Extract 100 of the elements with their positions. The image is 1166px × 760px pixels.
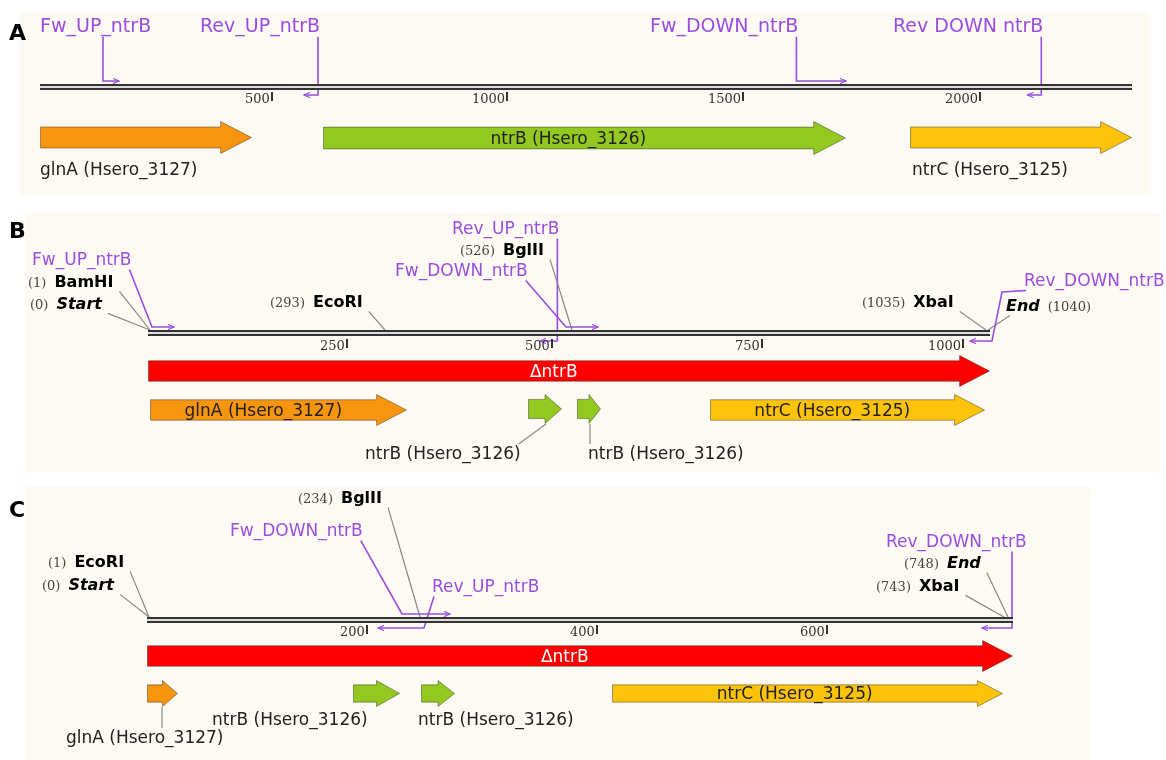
scale-tick-label: 750	[735, 339, 763, 352]
site-name: BglII	[502, 240, 544, 259]
primer-arrow	[359, 539, 451, 618]
position-number: (748)	[904, 556, 939, 571]
primer-label: Fw_UP_ntrB	[40, 15, 152, 37]
scale-tick-label: 200	[340, 625, 368, 638]
position-number: (1)	[48, 555, 67, 570]
primer-label: Rev_UP_ntrB	[432, 577, 540, 597]
gene-label: glnA (Hsero_3127)	[40, 160, 198, 180]
gene-label: ntrB (Hsero_3126)	[365, 444, 521, 464]
scale-tick-label: 400	[570, 625, 598, 638]
primer-arrow	[539, 237, 559, 345]
position-number: (293)	[270, 295, 305, 310]
gene-feature	[323, 121, 846, 155]
scale-tick-label: 500	[525, 339, 553, 352]
site-name: XbaI	[913, 292, 954, 311]
primer-arrow	[525, 279, 599, 331]
scale-tick-label: 1500	[708, 92, 745, 105]
primer-arrow	[377, 595, 435, 632]
leader-line	[518, 423, 547, 445]
leader-line	[161, 706, 163, 729]
position-number: (1)	[28, 275, 47, 290]
gene-name: ntrB (Hsero_3126)	[490, 129, 647, 147]
position-number: (234)	[298, 491, 333, 506]
gene-label: ntrC (Hsero_3125)	[912, 160, 1068, 180]
primer-label: Rev_UP_ntrB	[200, 15, 320, 37]
leader-line	[118, 290, 151, 331]
primer-label: Rev DOWN ntrB	[893, 15, 1044, 37]
site-name: End	[1006, 296, 1040, 315]
gene-name: ΔntrB	[529, 362, 578, 380]
leader-line	[129, 570, 150, 618]
leader-line	[387, 506, 421, 618]
site-name: End	[946, 553, 981, 572]
site-name: Start	[56, 294, 102, 313]
gene-label: glnA (Hsero_3127)	[66, 728, 224, 748]
primer-arrow	[128, 268, 175, 331]
gene-feature	[147, 680, 178, 707]
site-name: EcoRI	[74, 552, 125, 571]
primer-label: Fw_DOWN_ntrB	[230, 521, 363, 541]
panel-letter: C	[9, 497, 26, 522]
position-number: (1035)	[862, 295, 906, 310]
leader-line	[987, 314, 1011, 331]
gene-name: ntrC (Hsero_3125)	[754, 401, 911, 419]
primer-label: Fw_DOWN_ntrB	[650, 15, 799, 37]
gene-feature	[148, 355, 990, 387]
site-name: BglII	[340, 488, 382, 507]
site-name: EcoRI	[312, 292, 363, 311]
primer-label: Fw_UP_ntrB	[32, 250, 132, 270]
leader-line	[368, 310, 386, 331]
gene-feature	[710, 394, 985, 426]
site-name: XbaI	[918, 576, 960, 595]
sequence-backbone	[148, 330, 990, 336]
primer-arrow	[1026, 36, 1043, 99]
leader-line	[107, 312, 151, 331]
gene-feature	[528, 394, 562, 424]
gene-name: glnA (Hsero_3127)	[184, 401, 343, 419]
position-number: (1040)	[1047, 299, 1091, 314]
site-name: BamHI	[54, 272, 114, 291]
panel-letter: B	[9, 218, 26, 243]
scale-tick-label: 250	[320, 339, 348, 352]
gene-label: ntrB (Hsero_3126)	[212, 710, 368, 730]
leader-line	[549, 258, 573, 331]
gene-feature	[577, 394, 601, 424]
primer-arrow	[969, 289, 1027, 345]
gene-label: ntrB (Hsero_3126)	[588, 444, 744, 464]
sequence-backbone	[40, 84, 1132, 90]
primer-label: Rev_DOWN_ntrB	[886, 532, 1027, 552]
primer-label: Rev_UP_ntrB	[452, 219, 560, 239]
scale-tick-label: 1000	[472, 92, 509, 105]
primer-arrow	[981, 550, 1013, 632]
site-name: Start	[68, 575, 114, 594]
sequence-backbone	[147, 617, 1013, 623]
leader-line	[959, 310, 987, 331]
position-number: (743)	[876, 579, 911, 594]
primer-label: Rev_DOWN_ntrB	[1024, 271, 1165, 291]
scale-tick-label: 1000	[928, 339, 965, 352]
gene-label: ntrB (Hsero_3126)	[418, 710, 574, 730]
gene-feature	[612, 680, 1003, 707]
gene-name: ntrC (Hsero_3125)	[716, 685, 873, 702]
scale-tick-label: 2000	[945, 92, 982, 105]
gene-feature	[150, 394, 407, 426]
gene-feature	[910, 121, 1132, 154]
gene-feature	[353, 680, 400, 707]
primer-arrow	[303, 36, 319, 99]
primer-arrow	[102, 36, 120, 85]
gene-feature	[147, 640, 1013, 672]
panel-letter: A	[9, 20, 27, 45]
primer-arrow	[795, 36, 847, 85]
gene-feature	[40, 121, 252, 154]
position-number: (0)	[42, 578, 61, 593]
leader-line	[964, 594, 1005, 618]
leader-line	[986, 571, 1009, 618]
gene-name: ΔntrB	[540, 647, 589, 665]
scale-tick-label: 600	[800, 625, 828, 638]
position-number: (0)	[30, 297, 49, 312]
leader-line	[119, 593, 150, 618]
gene-feature	[421, 680, 455, 707]
position-number: (526)	[460, 243, 495, 258]
leader-line	[589, 423, 591, 445]
scale-tick-label: 500	[245, 92, 273, 105]
